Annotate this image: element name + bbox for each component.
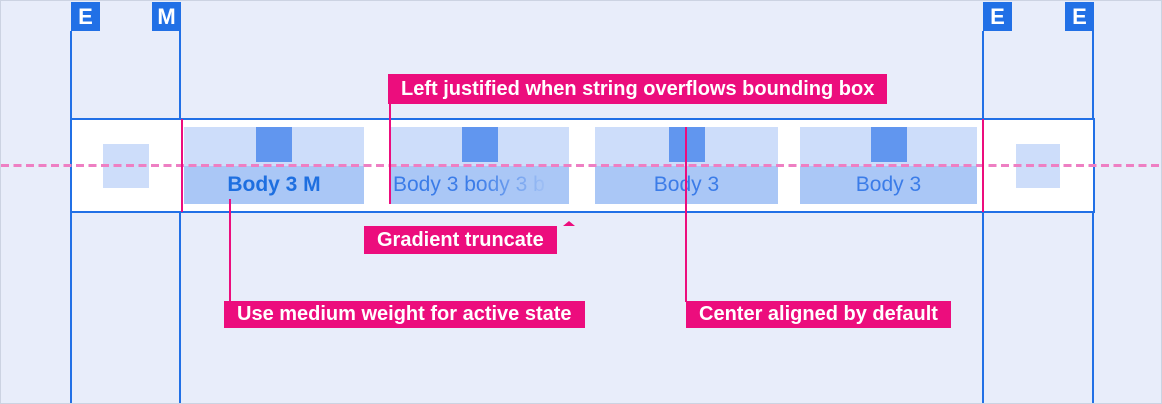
annotation-medium-weight: Use medium weight for active state (224, 301, 585, 328)
guide-line-edge-right (1092, 31, 1094, 403)
connector-center-aligned (685, 127, 687, 302)
tab-icon-placeholder (461, 127, 498, 162)
margin-chip-m: M (152, 2, 181, 31)
tab-icon-area (390, 127, 569, 166)
tab-label: Body 3 M (184, 166, 364, 204)
guide-line-edge-left (70, 31, 72, 403)
tab-icon-area (800, 127, 977, 166)
margin-chip-e-left: E (71, 2, 100, 31)
guide-line-margin-right (982, 31, 984, 403)
tab-item-active[interactable]: Body 3 M (184, 127, 364, 204)
tab-icon-placeholder (256, 127, 292, 162)
annotation-gradient-truncate: Gradient truncate (364, 221, 575, 254)
connector-left-justified (389, 104, 391, 204)
tab-label: Body 3 (800, 166, 977, 204)
redline-content-left (181, 119, 183, 212)
tab-label: Body 3 body 3 b (390, 166, 569, 204)
annotation-left-justified: Left justified when string overflows bou… (388, 74, 888, 104)
annotation-center-aligned: Center aligned by default (686, 301, 951, 328)
baseline-dashed-line (1, 164, 1161, 167)
tab-icon-placeholder (870, 127, 907, 162)
tab-item-default-2[interactable]: Body 3 (800, 127, 977, 204)
redline-content-right (982, 119, 984, 212)
margin-chip-e-right-outer: E (1065, 2, 1094, 31)
guide-line-margin-left (179, 31, 181, 403)
tab-item-truncated[interactable]: Body 3 body 3 b (390, 127, 569, 204)
tab-icon-area (184, 127, 364, 166)
connector-medium-weight (229, 199, 231, 302)
margin-chip-e-right-inner: E (983, 2, 1012, 31)
